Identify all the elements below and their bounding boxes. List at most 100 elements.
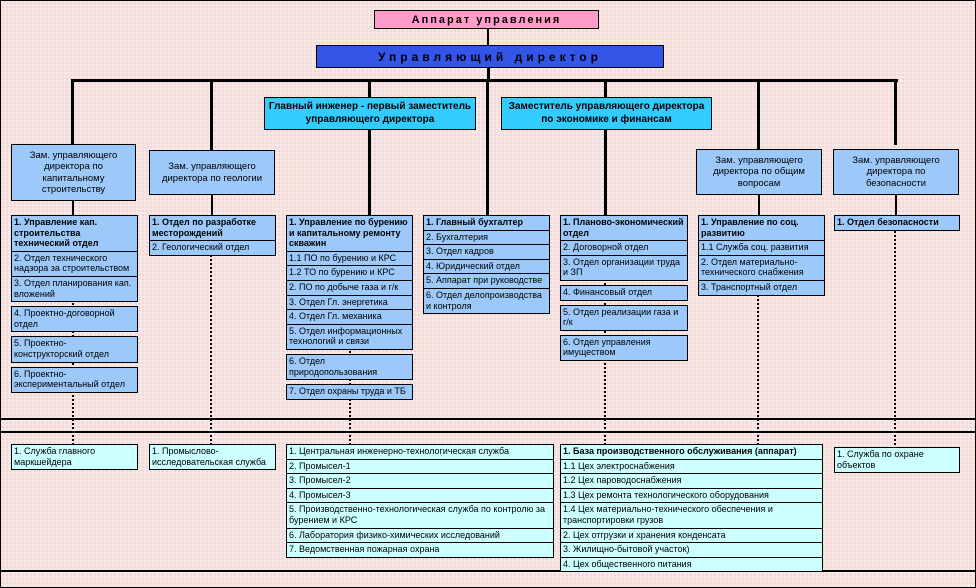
separator-line-bottom <box>1 431 975 433</box>
connector-line <box>758 195 760 216</box>
bottom-cell: 4. Промысел-3 <box>286 487 554 504</box>
bottom-cell: 1. Служба главного маркшейдера <box>11 444 138 471</box>
bottom-surveyor: 1. Служба главного маркшейдера <box>11 444 138 471</box>
bottom-cell: 1. База производственного обслуживания (… <box>560 444 823 460</box>
connector-line <box>71 79 898 82</box>
bottom-cell: 1. Центральная инженерно-технологическая… <box>286 444 554 460</box>
dotted-connector <box>757 216 759 445</box>
deputy-economics-label: Заместитель управляющего директора по эк… <box>508 101 705 125</box>
bottom-guard: 1. Служба по охране объектов <box>834 447 960 474</box>
dept-cell: 6. Проектно-экспериментальный отдел <box>11 366 138 393</box>
dept-cell: 1.1 ПО по бурению и КРС <box>286 250 413 267</box>
dept-cell: 5. Проектно-конструкторский отдел <box>11 336 138 363</box>
bottom-cell: 5. Производственно-технологическая служб… <box>286 502 554 529</box>
connector-line <box>895 195 897 216</box>
separator-line-top <box>1 418 975 420</box>
bottom-cell: 1. Служба по охране объектов <box>834 447 960 474</box>
chief-engineer-box: Главный инженер - первый заместитель упр… <box>264 97 476 130</box>
dept-cell: 5. Отдел информационных технологий и свя… <box>286 323 413 351</box>
connector-line <box>894 79 897 145</box>
connector-line <box>487 68 490 80</box>
connector-line <box>368 79 371 98</box>
deputy-economics-box: Заместитель управляющего директора по эк… <box>501 97 712 130</box>
dept-cell: 7. Отдел охраны труда и ТБ <box>286 384 413 400</box>
connector-line <box>368 130 371 216</box>
dept-cell: 3. Отдел Гл. энергетика <box>286 294 413 311</box>
connector-line <box>71 79 74 145</box>
connector-line <box>210 79 213 150</box>
column-security: 1. Отдел безопасности <box>834 215 960 231</box>
deputy-capital-label: Зам. управляющего директора по капитальн… <box>29 149 118 195</box>
connector-line <box>211 195 213 216</box>
dept-cell: 1. Управление по бурению и капитальному … <box>286 215 413 252</box>
dept-cell: 6. Отдел управления имуществом <box>560 334 688 362</box>
dept-cell: 5. Аппарат при руководстве <box>423 273 550 290</box>
dept-cell: 1. Отдел по разработке месторождений <box>149 215 276 242</box>
dept-cell: 3. Отдел кадров <box>423 244 550 260</box>
dept-cell: 4. Финансовый отдел <box>560 285 688 301</box>
dept-cell: 3. Транспортный отдел <box>698 280 825 296</box>
dept-cell: 2. Бухгалтерия <box>423 229 550 246</box>
dept-cell: 6. Отдел природопользования <box>286 354 413 381</box>
dotted-connector <box>894 216 896 445</box>
dept-cell: 2. ПО по добыче газа и г/к <box>286 280 413 296</box>
bottom-cell: 3. Жилищно-бытовой участок) <box>560 542 823 558</box>
dept-cell: 1. Управление кап. строительства техниче… <box>11 215 138 252</box>
connector-line <box>757 79 760 149</box>
apparatus-box: Аппарат управления <box>374 10 599 29</box>
connector-line <box>604 130 607 216</box>
dept-cell: 1. Отдел безопасности <box>834 215 960 231</box>
column-engineering: 1. Управление по бурению и капитальному … <box>286 215 413 400</box>
apparatus-label: Аппарат управления <box>411 13 562 26</box>
deputy-security-label: Зам. управляющего директора по безопасно… <box>852 154 940 189</box>
deputy-general-box: Зам. управляющего директора по общим воп… <box>696 149 822 195</box>
dept-cell: 5. Отдел реализации газа и г/к <box>560 304 688 331</box>
column-general: 1. Управление по соц. развитию 1.1 Служб… <box>698 215 825 296</box>
footer-line <box>1 570 975 572</box>
dept-cell: 1. Главный бухгалтер <box>423 215 550 231</box>
dept-cell: 1. Планово-экономический отдел <box>560 215 688 242</box>
dept-cell: 6. Отдел делопроизводства и контроля <box>423 288 550 315</box>
bottom-cell: 2. Цех отгрузки и хранения конденсата <box>560 527 823 544</box>
bottom-cell: 1.2 Цех пароводоснабжения <box>560 473 823 489</box>
dept-cell: 2. Договорной отдел <box>560 240 688 256</box>
connector-line <box>72 201 74 216</box>
column-capital: 1. Управление кап. строительства техниче… <box>11 215 138 393</box>
bottom-cell: 7. Ведомственная пожарная охрана <box>286 542 554 558</box>
dotted-connector <box>210 216 212 445</box>
dept-cell: 2. Отдел технического надзора за строите… <box>11 250 138 278</box>
director-label: Управляющий директор <box>378 49 602 64</box>
bottom-production: 1. Центральная инженерно-технологическая… <box>286 444 554 558</box>
dept-cell: 4. Проектно-договорной отдел <box>11 306 138 333</box>
deputy-general-label: Зам. управляющего директора по общим воп… <box>713 154 805 189</box>
deputy-capital-box: Зам. управляющего директора по капитальн… <box>11 144 136 201</box>
dept-cell: 2. Геологический отдел <box>149 240 276 256</box>
column-economics: 1. Планово-экономический отдел 2. Догово… <box>560 215 688 362</box>
director-box: Управляющий директор <box>316 45 664 68</box>
deputy-security-box: Зам. управляющего директора по безопасно… <box>833 149 959 195</box>
dept-cell: 3. Отдел планирования кап. вложений <box>11 276 138 303</box>
bottom-cell: 6. Лаборатория физико-химических исследо… <box>286 527 554 544</box>
dept-cell: 3. Отдел организации труда и ЗП <box>560 254 688 282</box>
bottom-cell: 2. Промысел-1 <box>286 458 554 475</box>
bottom-cell: 1.4 Цех материально-технического обеспеч… <box>560 502 823 529</box>
bottom-research: 1. Промыслово-исследовательская служба <box>149 444 276 471</box>
dept-cell: 4. Отдел Гл. механика <box>286 309 413 325</box>
dept-cell: 1. Управление по соц. развитию <box>698 215 825 242</box>
dept-cell: 1.2 ТО по бурению и КРС <box>286 265 413 282</box>
deputy-geology-box: Зам. управляющего директора по геологии <box>149 150 275 195</box>
bottom-cell: 4. Цех общественного питания <box>560 556 823 573</box>
connector-line <box>487 29 489 46</box>
bottom-cell: 1. Промыслово-исследовательская служба <box>149 444 276 471</box>
dept-cell: 2. Отдел материально-технического снабже… <box>698 254 825 282</box>
chief-engineer-label: Главный инженер - первый заместитель упр… <box>268 101 472 125</box>
connector-line <box>486 79 489 216</box>
dept-cell: 1.1 Служба соц. развития <box>698 240 825 256</box>
bottom-cell: 1.3 Цех ремонта технологического оборудо… <box>560 487 823 504</box>
dept-cell: 4. Юридический отдел <box>423 258 550 275</box>
column-accounting: 1. Главный бухгалтер 2. Бухгалтерия 3. О… <box>423 215 550 315</box>
bottom-cell: 1.1 Цех электроснабжения <box>560 458 823 475</box>
column-geology: 1. Отдел по разработке месторождений 2. … <box>149 215 276 256</box>
connector-line <box>604 79 607 98</box>
